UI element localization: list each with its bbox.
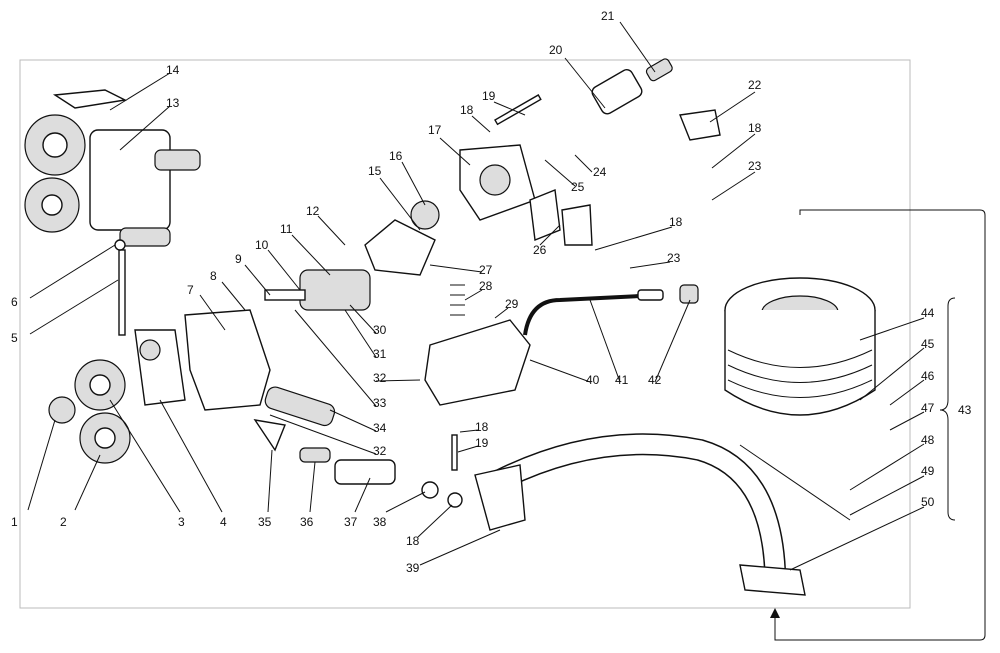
- callout: 18: [669, 215, 683, 229]
- callout: 34: [373, 421, 387, 435]
- callout: 32: [373, 371, 387, 385]
- callout: 16: [389, 149, 403, 163]
- callout: 20: [549, 43, 563, 57]
- callout: 6: [11, 295, 18, 309]
- callout: 36: [300, 515, 314, 529]
- callout: 10: [255, 238, 269, 252]
- callout: 47: [921, 401, 935, 415]
- callout: 23: [748, 159, 762, 173]
- callout: 5: [11, 331, 18, 345]
- flow-arrow-line: [774, 209, 986, 641]
- flow-arrow-head: [770, 608, 780, 618]
- callout: 35: [258, 515, 272, 529]
- callout: 7: [187, 283, 194, 297]
- callout: 43: [958, 403, 972, 417]
- callout: 18: [748, 121, 762, 135]
- callout: 15: [368, 164, 382, 178]
- callout: 18: [460, 103, 474, 117]
- callout: 45: [921, 337, 935, 351]
- callout: 2: [60, 515, 67, 529]
- callout-labels: 1 2 3 4 5 6 7 8 9 10 11 12 13 14 15 16 1…: [11, 9, 972, 575]
- callout: 8: [210, 269, 217, 283]
- callout: 30: [373, 323, 387, 337]
- callout: 12: [306, 204, 320, 218]
- callout: 14: [166, 63, 180, 77]
- callout: 40: [586, 373, 600, 387]
- callout: 23: [667, 251, 681, 265]
- callout: 27: [479, 263, 493, 277]
- callout: 3: [178, 515, 185, 529]
- diagram-frame: [19, 59, 911, 609]
- callout: 19: [482, 89, 496, 103]
- callout: 50: [921, 495, 935, 509]
- callout: 48: [921, 433, 935, 447]
- callout: 28: [479, 279, 493, 293]
- callout: 19: [475, 436, 489, 450]
- callout: 46: [921, 369, 935, 383]
- callout: 29: [505, 297, 519, 311]
- bracket-43: [939, 297, 956, 521]
- leader-lines: [27, 21, 925, 571]
- callout: 31: [373, 347, 387, 361]
- callout: 18: [475, 420, 489, 434]
- callout: 24: [593, 165, 607, 179]
- callout: 17: [428, 123, 442, 137]
- parts-drawing: [24, 58, 876, 596]
- callout: 1: [11, 515, 18, 529]
- callout: 25: [571, 180, 585, 194]
- callout: 39: [406, 561, 420, 575]
- callout: 32: [373, 444, 387, 458]
- callout: 11: [280, 222, 293, 236]
- callout: 41: [615, 373, 629, 387]
- callout: 42: [648, 373, 662, 387]
- callout: 21: [601, 9, 615, 23]
- callout: 13: [166, 96, 180, 110]
- callout: 33: [373, 396, 387, 410]
- callout: 22: [748, 78, 762, 92]
- callout: 38: [373, 515, 387, 529]
- callout: 26: [533, 243, 547, 257]
- callout: 37: [344, 515, 358, 529]
- callout: 18: [406, 534, 420, 548]
- callout: 44: [921, 306, 935, 320]
- callout: 9: [235, 252, 242, 266]
- callout: 4: [220, 515, 227, 529]
- callout: 49: [921, 464, 935, 478]
